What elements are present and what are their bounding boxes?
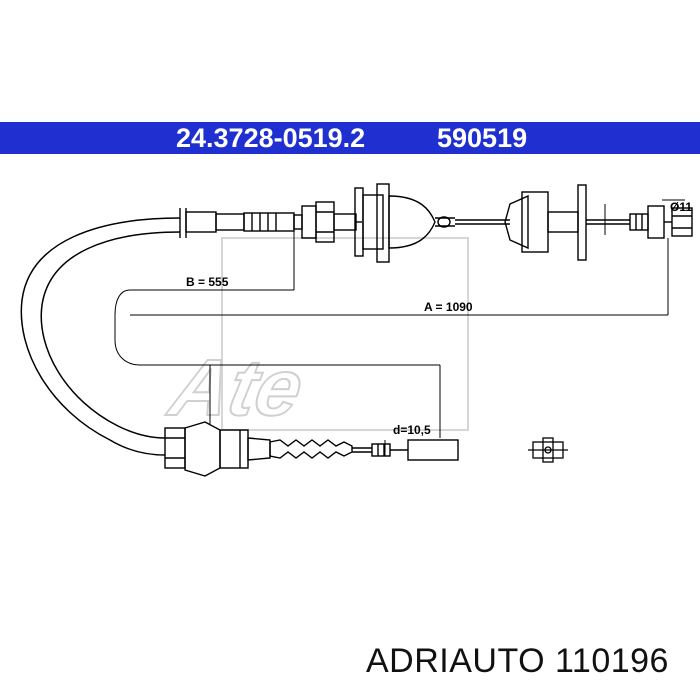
end-clip-detail	[528, 437, 568, 463]
ate-watermark: Ate	[160, 237, 469, 434]
cable-sheath	[20, 217, 181, 456]
watermark-frame	[221, 237, 469, 431]
top-end-fitting	[179, 183, 693, 263]
reference-number: 590519	[437, 123, 528, 153]
footer-caption: ADRIAUTO 110196	[366, 642, 669, 681]
dimension-lines	[114, 199, 685, 456]
dimension-a: A = 1090	[424, 300, 473, 314]
dimension-diameter: Ø11	[670, 200, 692, 214]
title-banner: 24.3728-0519.2 590519	[0, 122, 700, 154]
dimension-d: d=10,5	[393, 423, 431, 437]
footer-code: 110196	[555, 642, 669, 680]
footer-brand: ADRIAUTO	[366, 642, 546, 680]
watermark-logo: Ate	[161, 344, 311, 433]
part-number: 24.3728-0519.2	[176, 123, 366, 153]
bottom-end-fitting	[164, 421, 459, 477]
dimension-b: B = 555	[186, 275, 229, 289]
